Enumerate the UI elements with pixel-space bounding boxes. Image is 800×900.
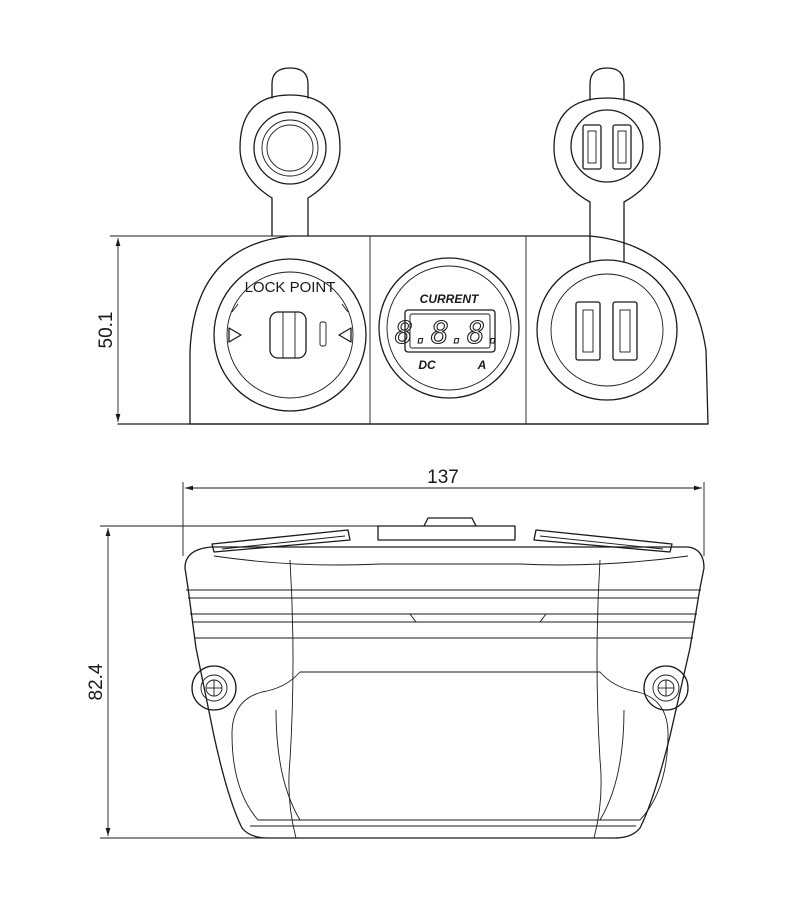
lock-point-label: LOCK POINT <box>245 279 336 296</box>
screw-right <box>643 665 689 711</box>
usb-port-left <box>575 301 601 361</box>
side-cap-middle-tab <box>423 517 477 527</box>
ammeter-mode: DC <box>418 358 436 372</box>
side-view: 137 <box>86 467 705 839</box>
front-view: LOCK POINT 8.8.8. CURRENT DC A <box>96 67 709 425</box>
screw-left <box>191 665 237 711</box>
socket-center-pin <box>269 311 307 359</box>
ammeter-gauge: 8.8.8. CURRENT DC A <box>378 257 520 399</box>
side-cap-middle <box>377 525 516 541</box>
side-contour-right <box>593 559 602 839</box>
side-housing-outline <box>184 546 705 839</box>
usb-port-right <box>612 301 638 361</box>
side-lower-recess <box>231 671 669 821</box>
lock-point-socket: LOCK POINT <box>213 258 367 412</box>
ammeter-digits: 8.8.8. <box>395 316 503 351</box>
right-arrow-icon <box>341 303 349 313</box>
left-socket-cap <box>239 67 341 237</box>
ammeter-title: CURRENT <box>420 292 480 306</box>
dim-front-height: 50.1 <box>96 312 117 349</box>
usb-socket <box>536 259 678 401</box>
left-arrow-icon <box>231 303 239 313</box>
dim-side-height: 82.4 <box>86 663 107 700</box>
side-cap-left <box>211 529 351 553</box>
dim-width: 137 <box>427 467 459 488</box>
right-socket-cap <box>553 67 661 263</box>
side-contour-left <box>288 559 297 839</box>
ammeter-unit: A <box>477 358 487 372</box>
side-cap-right <box>533 529 673 553</box>
right-triangle-icon <box>338 327 352 343</box>
ammeter-display <box>404 309 496 353</box>
left-triangle-icon <box>228 327 242 343</box>
